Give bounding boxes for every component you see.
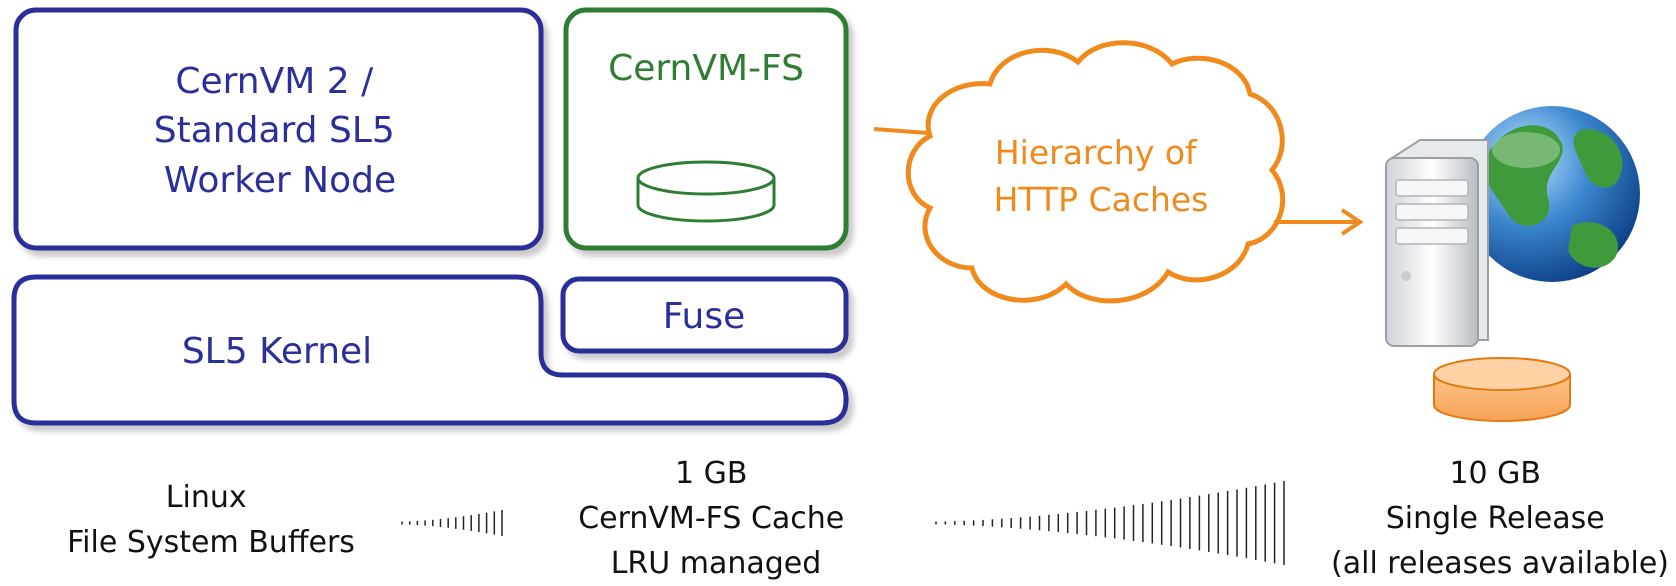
disk-icon (636, 160, 776, 223)
kernel-box (11, 274, 849, 426)
arrow-to-server (1274, 208, 1364, 236)
cloud-line-1: Hierarchy of (995, 133, 1198, 172)
linux-buffers-caption: Linux File System Buffers (67, 480, 355, 560)
worker-node-line-3: Worker Node (164, 160, 396, 201)
release-caption-line-1: 10 GB (1449, 456, 1541, 491)
cache-caption-line-3: LRU managed (611, 546, 822, 581)
worker-node-line-2: Standard SL5 (154, 110, 395, 151)
cache-caption-line-2: CernVM-FS Cache (578, 501, 844, 536)
cloud-label: Hierarchy of HTTP Caches (994, 133, 1209, 219)
buffer-size-wedge-small (401, 510, 503, 536)
cvmfs-box (563, 7, 849, 251)
globe-icon (1464, 106, 1640, 282)
worker-node-line-1: CernVM 2 / (175, 61, 374, 102)
release-caption-line-2: Single Release (1386, 501, 1605, 536)
worker-node-label: CernVM 2 / Standard SL5 Worker Node (154, 61, 406, 201)
release-caption-line-3: (all releases available) (1331, 546, 1669, 581)
orange-disk-icon (1433, 357, 1571, 422)
cache-caption-line-1: 1 GB (675, 456, 747, 491)
single-release-caption: 10 GB Single Release (all releases avail… (1331, 456, 1669, 581)
cvmfs-label: CernVM-FS (608, 48, 804, 89)
http-cache-cloud (905, 40, 1286, 304)
cloud-line-2: HTTP Caches (994, 180, 1209, 219)
worker-node-box (13, 7, 544, 251)
server-icon (1385, 139, 1489, 347)
connector-line (873, 127, 929, 135)
buffer-size-wedge-large (935, 481, 1285, 565)
fuse-label: Fuse (663, 296, 745, 337)
linux-caption-line-1: Linux (166, 480, 247, 515)
cvmfs-cache-caption: 1 GB CernVM-FS Cache LRU managed (578, 456, 854, 581)
fuse-box (560, 276, 849, 354)
kernel-label: SL5 Kernel (182, 331, 372, 372)
linux-caption-line-2: File System Buffers (67, 525, 355, 560)
